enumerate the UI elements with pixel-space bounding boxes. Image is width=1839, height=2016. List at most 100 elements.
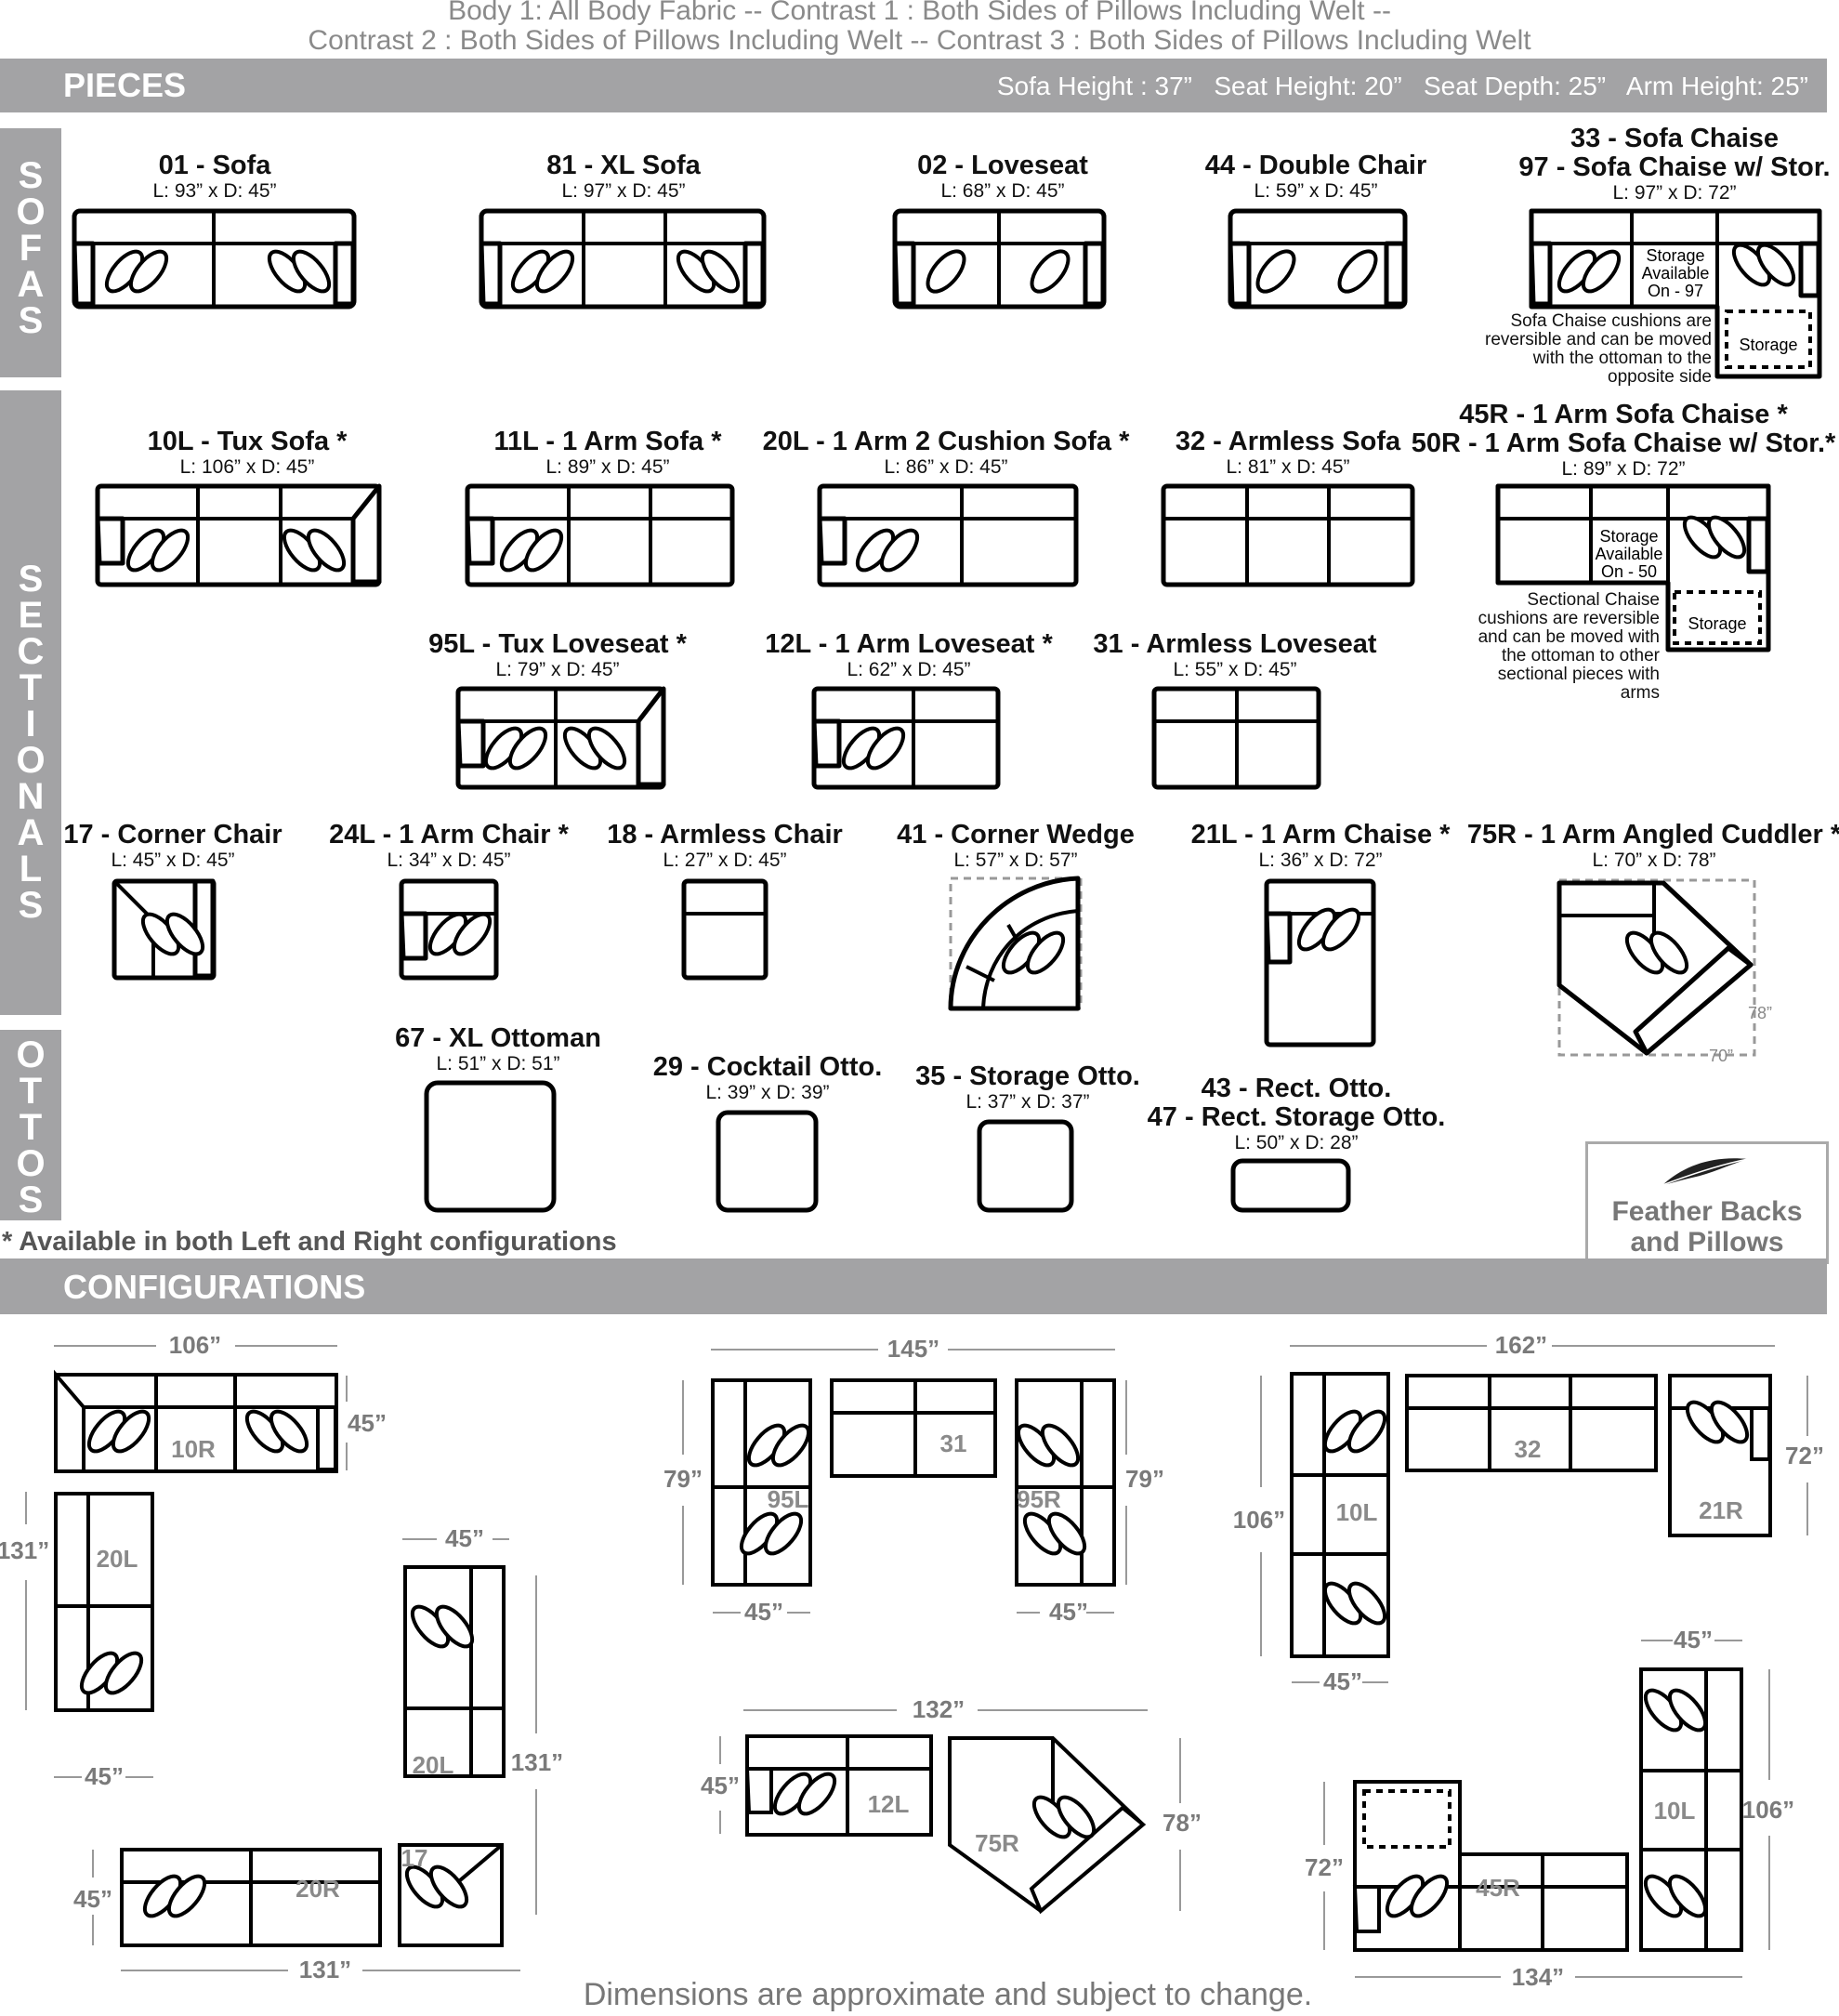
svg-text:78”: 78” [1163,1809,1202,1837]
svg-text:70”: 70” [1709,1047,1733,1065]
body-fabric-line-2: Contrast 2 : Both Sides of Pillows Inclu… [308,25,1531,56]
svg-text:Available: Available [1642,264,1710,283]
available-both-note: * Available in both Left and Right confi… [2,1227,617,1257]
svg-text:12L: 12L [868,1790,910,1818]
svg-text:17: 17 [401,1844,428,1872]
svg-text:45”: 45” [1049,1598,1088,1626]
pieces-specs: Sofa Height : 37” Seat Height: 20” Seat … [996,72,1808,100]
svg-text:10R: 10R [171,1435,216,1463]
svg-text:45”: 45” [445,1524,484,1552]
piece-45r-1-arm-sofa-chaise: 45R - 1 Arm Sofa Chaise *50R - 1 Arm Sof… [1411,400,1836,481]
svg-text:79”: 79” [663,1465,703,1493]
svg-text:131”: 131” [0,1536,49,1564]
body-fabric-line-1: Body 1: All Body Fabric -- Contrast 1 : … [448,0,1391,26]
svg-text:45”: 45” [744,1598,783,1626]
1-arm-loveseat-12l-drawing [811,686,1001,790]
piece-24l-1-arm-chair: 24L - 1 Arm Chair *L: 34” x D: 45” [329,820,569,872]
armless-chair-18-drawing [681,878,768,981]
svg-text:45”: 45” [85,1762,124,1790]
1-arm-angled-cuddler-75r-drawing: 78” 70” [1557,878,1772,1065]
piece-11l-1-arm-sofa: 11L - 1 Arm Sofa *L: 89” x D: 45” [493,427,722,479]
config-2-drawing: 145” 79” 95L 31 95R 79” 45” 45” [663,1335,1164,1626]
loveseat-02-drawing [892,208,1107,310]
svg-text:Storage: Storage [1599,527,1658,546]
storage-label: Storage [1739,336,1797,354]
svg-text:106”: 106” [1742,1796,1794,1824]
double-chair-44-drawing [1228,208,1408,310]
feather-line-1: Feather Backs [1611,1196,1803,1227]
svg-text:95L: 95L [768,1485,809,1513]
svg-text:Storage: Storage [1646,246,1704,265]
svg-text:162”: 162” [1495,1331,1547,1359]
svg-text:45”: 45” [701,1772,740,1799]
svg-text:20L: 20L [413,1751,454,1779]
configurations-title: CONFIGURATIONS [63,1268,366,1306]
svg-text:106”: 106” [169,1331,221,1359]
config-5-drawing: 45” 10L 106” 45R 72” 134” [1305,1626,1794,1991]
storage-otto-35-drawing [977,1119,1074,1213]
configurations-header-bar: CONFIGURATIONS [0,1258,1827,1314]
svg-text:78”: 78” [1748,1004,1772,1022]
svg-text:132”: 132” [913,1695,965,1723]
rect-otto-43-drawing [1230,1158,1351,1213]
sofa-01-drawing [72,208,357,310]
config-1-drawing: 106” 10R 45” 131” 20L 45” 45” 20L 131” 1… [0,1331,563,1983]
xl-ottoman-67-drawing [424,1080,557,1213]
svg-text:On - 97: On - 97 [1648,282,1703,300]
1-arm-chair-24l-drawing [399,878,499,981]
svg-text:10L: 10L [1336,1498,1378,1526]
svg-text:Available: Available [1596,545,1663,563]
corner-wedge-41-drawing [948,876,1083,1011]
pieces-header-bar: PIECES Sofa Height : 37” Seat Height: 20… [0,59,1827,112]
svg-text:45”: 45” [348,1409,387,1437]
svg-text:31: 31 [940,1430,967,1457]
1-arm-chaise-21l-drawing [1264,878,1376,1048]
svg-text:On - 50: On - 50 [1601,562,1657,581]
tux-sofa-10l-drawing [95,483,382,587]
sofa-81-drawing [479,208,767,310]
piece-43-rect-otto: 43 - Rect. Otto.47 - Rect. Storage Otto.… [1147,1074,1446,1154]
svg-text:20L: 20L [97,1545,138,1573]
svg-text:45”: 45” [1674,1626,1713,1654]
piece-75r-1-arm-angled-cuddler: 75R - 1 Arm Angled Cuddler *L: 70” x D: … [1466,820,1839,872]
piece-20l-1-arm-2-cushion-sofa: 20L - 1 Arm 2 Cushion Sofa *L: 86” x D: … [762,427,1130,479]
sofas-sidebar [0,128,61,377]
piece-95l-tux-loveseat: 95L - Tux Loveseat *L: 79” x D: 45” [428,629,687,681]
svg-text:10L: 10L [1654,1797,1696,1825]
piece-12l-1-arm-loveseat: 12L - 1 Arm Loveseat *L: 62” x D: 45” [765,629,1053,681]
svg-text:Storage: Storage [1688,614,1746,633]
svg-text:72”: 72” [1785,1442,1824,1469]
piece-21l-1-arm-chaise: 21L - 1 Arm Chaise *L: 36” x D: 72” [1190,820,1451,872]
piece-10l-tux-sofa: 10L - Tux Sofa *L: 106” x D: 45” [147,427,348,479]
pieces-title: PIECES [63,66,187,104]
svg-text:21R: 21R [1699,1496,1743,1524]
1-arm-sofa-11l-drawing [465,483,735,587]
feather-icon [1662,1158,1749,1186]
corner-chair-17-drawing [112,878,217,981]
svg-text:95R: 95R [1017,1485,1061,1513]
svg-text:145”: 145” [887,1335,939,1363]
feather-line-2: and Pillows [1630,1227,1784,1258]
svg-text:45R: 45R [1476,1874,1520,1902]
config-3-drawing: 162” 106” 10L 32 21R 72” 45” [1233,1331,1824,1695]
feather-backs-box: Feather Backs and Pillows [1585,1141,1829,1264]
ottos-sidebar [0,1030,61,1220]
svg-text:106”: 106” [1233,1506,1285,1534]
config-4-drawing: 132” 45” 12L 75R 78” [701,1695,1202,1915]
